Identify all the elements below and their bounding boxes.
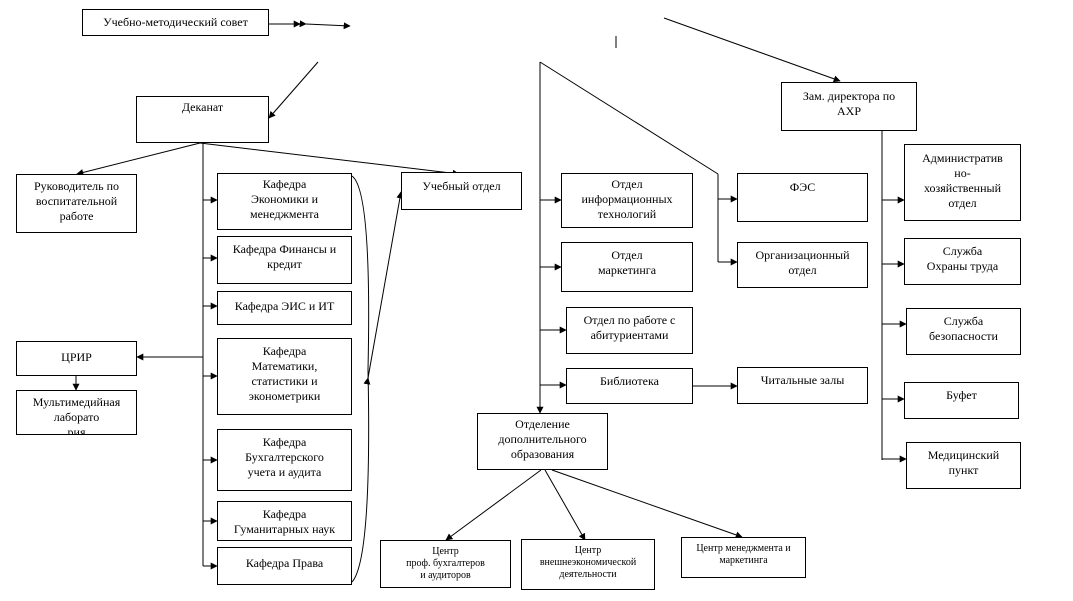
node-uchebno-metodicheskiy-sovet: Учебно-методический совет (82, 9, 269, 36)
node-kafedra-matematiki: Кафедра Математики, статистики и экономе… (217, 338, 352, 415)
sovet-arrow-2 (299, 20, 351, 30)
node-otdel-marketinga: Отдел маркетинга (561, 242, 693, 292)
node-uchebny-otdel: Учебный отдел (401, 172, 522, 210)
node-otdel-abiturienty: Отдел по работе с абитуриентами (566, 307, 693, 354)
node-zam-direktora-ahr: Зам. директора по АХР (781, 82, 917, 131)
node-multimedia-lab: Мультимедийная лаборато рия (16, 390, 137, 435)
arrow-to-dekanat (268, 61, 319, 119)
node-tsrir: ЦРИР (16, 341, 137, 376)
node-kafedra-prava: Кафедра Права (217, 547, 352, 585)
dop-to-men (551, 469, 743, 539)
node-kafedra-finansy: Кафедра Финансы и кредит (217, 236, 352, 284)
arrow-to-ahr (663, 17, 841, 83)
node-tsentr-ved: Центр внешнеэкономической деятельности (521, 539, 655, 590)
dop-to-ved (544, 469, 586, 541)
node-bufet: Буфет (904, 382, 1019, 419)
node-organizatsionny-otdel: Организационный отдел (737, 242, 868, 288)
node-chitalnye-zaly: Читальные залы (737, 367, 868, 404)
node-med-punkt: Медицинский пункт (906, 442, 1021, 489)
node-otdelenie-dop-obrazovaniya: Отделение дополнительного образования (477, 413, 608, 470)
dop-to-buh (445, 469, 542, 541)
brace-to-uchebny (363, 191, 404, 385)
dekanat-to-uchebny (199, 142, 460, 177)
kafedry-brace (351, 175, 370, 583)
node-sluzhba-bezopasnosti: Служба безопасности (906, 308, 1021, 355)
node-kafedra-eis: Кафедра ЭИС и ИТ (217, 291, 352, 325)
node-sluzhba-ohrany-truda: Служба Охраны труда (904, 238, 1021, 285)
node-tsentr-menedzhmenta: Центр менеджмента и маркетинга (681, 537, 806, 578)
node-kafedra-ekonomiki: Кафедра Экономики и менеджмента (217, 173, 352, 230)
node-tsentr-buhgalterov: Центр проф. бухгалтеров и аудиторов (380, 540, 511, 588)
node-rukovoditel-vospitatelnoy: Руководитель по воспитательной работе (16, 174, 137, 233)
dekanat-to-rukovoditel (76, 142, 201, 176)
node-kafedra-gumanitarnyh: Кафедра Гуманитарных наук (217, 501, 352, 541)
node-dekanat: Деканат (136, 96, 269, 143)
node-fes: ФЭС (737, 173, 868, 222)
node-kafedra-buhucheta: Кафедра Бухгалтерского учета и аудита (217, 429, 352, 491)
node-adm-hoz-otdel: Административ но- хозяйственный отдел (904, 144, 1021, 221)
node-biblioteka: Библиотека (566, 368, 693, 404)
node-otdel-it: Отдел информационных технологий (561, 173, 693, 228)
to-fes-branch (539, 61, 719, 175)
